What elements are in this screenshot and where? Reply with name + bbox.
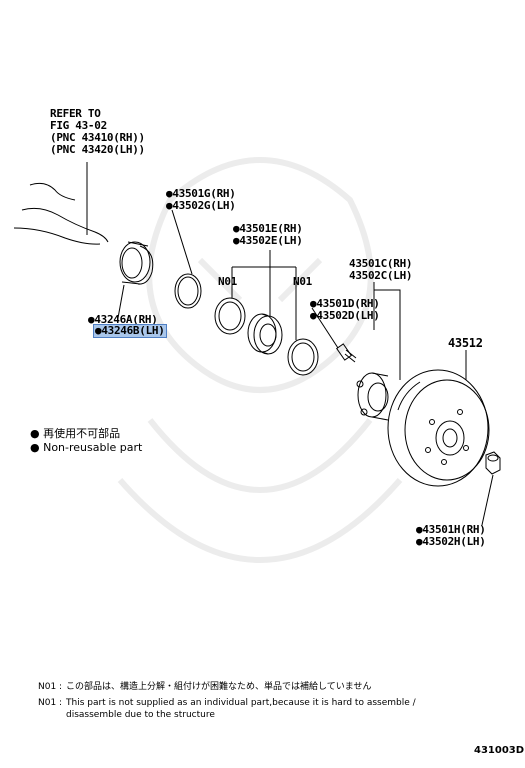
refer-label-line4[interactable]: (PNC 43420(LH)) [50, 143, 145, 156]
part-43501E[interactable]: ●43501E(RH) [233, 222, 303, 235]
dust-seal-drawing [119, 241, 154, 285]
refer-label-line3[interactable]: (PNC 43410(RH)) [50, 131, 145, 144]
hub-bolt-leader [311, 307, 339, 349]
diagram-code: 431003D [474, 745, 525, 756]
part-43502C[interactable]: 43502C(LH) [349, 269, 413, 282]
snap-ring-outer [174, 273, 202, 309]
part-43512[interactable]: 43512 [448, 336, 483, 350]
part-43502H[interactable]: ●43502H(LH) [416, 535, 486, 548]
disc-rotor [387, 369, 490, 487]
part-43246A[interactable]: ●43246A(RH) [88, 313, 158, 326]
spacer-right [287, 338, 319, 376]
refer-label-line2[interactable]: FIG 43-02 [50, 119, 107, 132]
knuckle-sketch [13, 182, 109, 245]
note-n01-left: N01 [218, 275, 237, 288]
part-43502E[interactable]: ●43502E(LH) [233, 234, 303, 247]
footnote-jp-key: N01 : [38, 682, 63, 692]
part-43501H[interactable]: ●43501H(RH) [416, 523, 486, 536]
footnote-en-text1: This part is not supplied as an individu… [66, 698, 416, 708]
refer-label-line1: REFER TO [50, 107, 101, 120]
bearing-drawing [247, 313, 283, 355]
nut-leader [481, 474, 494, 526]
part-43246B-highlighted[interactable]: ●43246B(LH) [93, 324, 167, 338]
snap-ring-leader [171, 209, 193, 275]
legend-jp: ● 再使用不可部品 [30, 427, 121, 440]
part-43501G[interactable]: ●43501G(RH) [166, 187, 236, 200]
spacer-left [214, 297, 246, 335]
footnote-jp-text: この部品は、構造上分解・組付けが困難なため、単品では補給していません [66, 682, 372, 692]
legend-en: ● Non-reusable part [30, 441, 143, 454]
watermark-logo [117, 157, 403, 563]
part-43501C[interactable]: 43501C(RH) [349, 257, 413, 270]
footnote-en-key: N01 : [38, 698, 63, 708]
footnote-en-text2: disassemble due to the structure [66, 710, 215, 720]
part-43502D[interactable]: ●43502D(LH) [310, 309, 380, 322]
hub-nut [485, 451, 501, 475]
part-43502G[interactable]: ●43502G(LH) [166, 199, 236, 212]
hub-drawing [356, 372, 389, 421]
bearing-set-bracket [231, 250, 297, 340]
note-n01-right: N01 [293, 275, 312, 288]
hub-bracket [373, 282, 401, 380]
dust-seal-leader [117, 284, 125, 319]
part-43501D[interactable]: ●43501D(RH) [310, 297, 380, 310]
hub-bolt [336, 343, 357, 363]
